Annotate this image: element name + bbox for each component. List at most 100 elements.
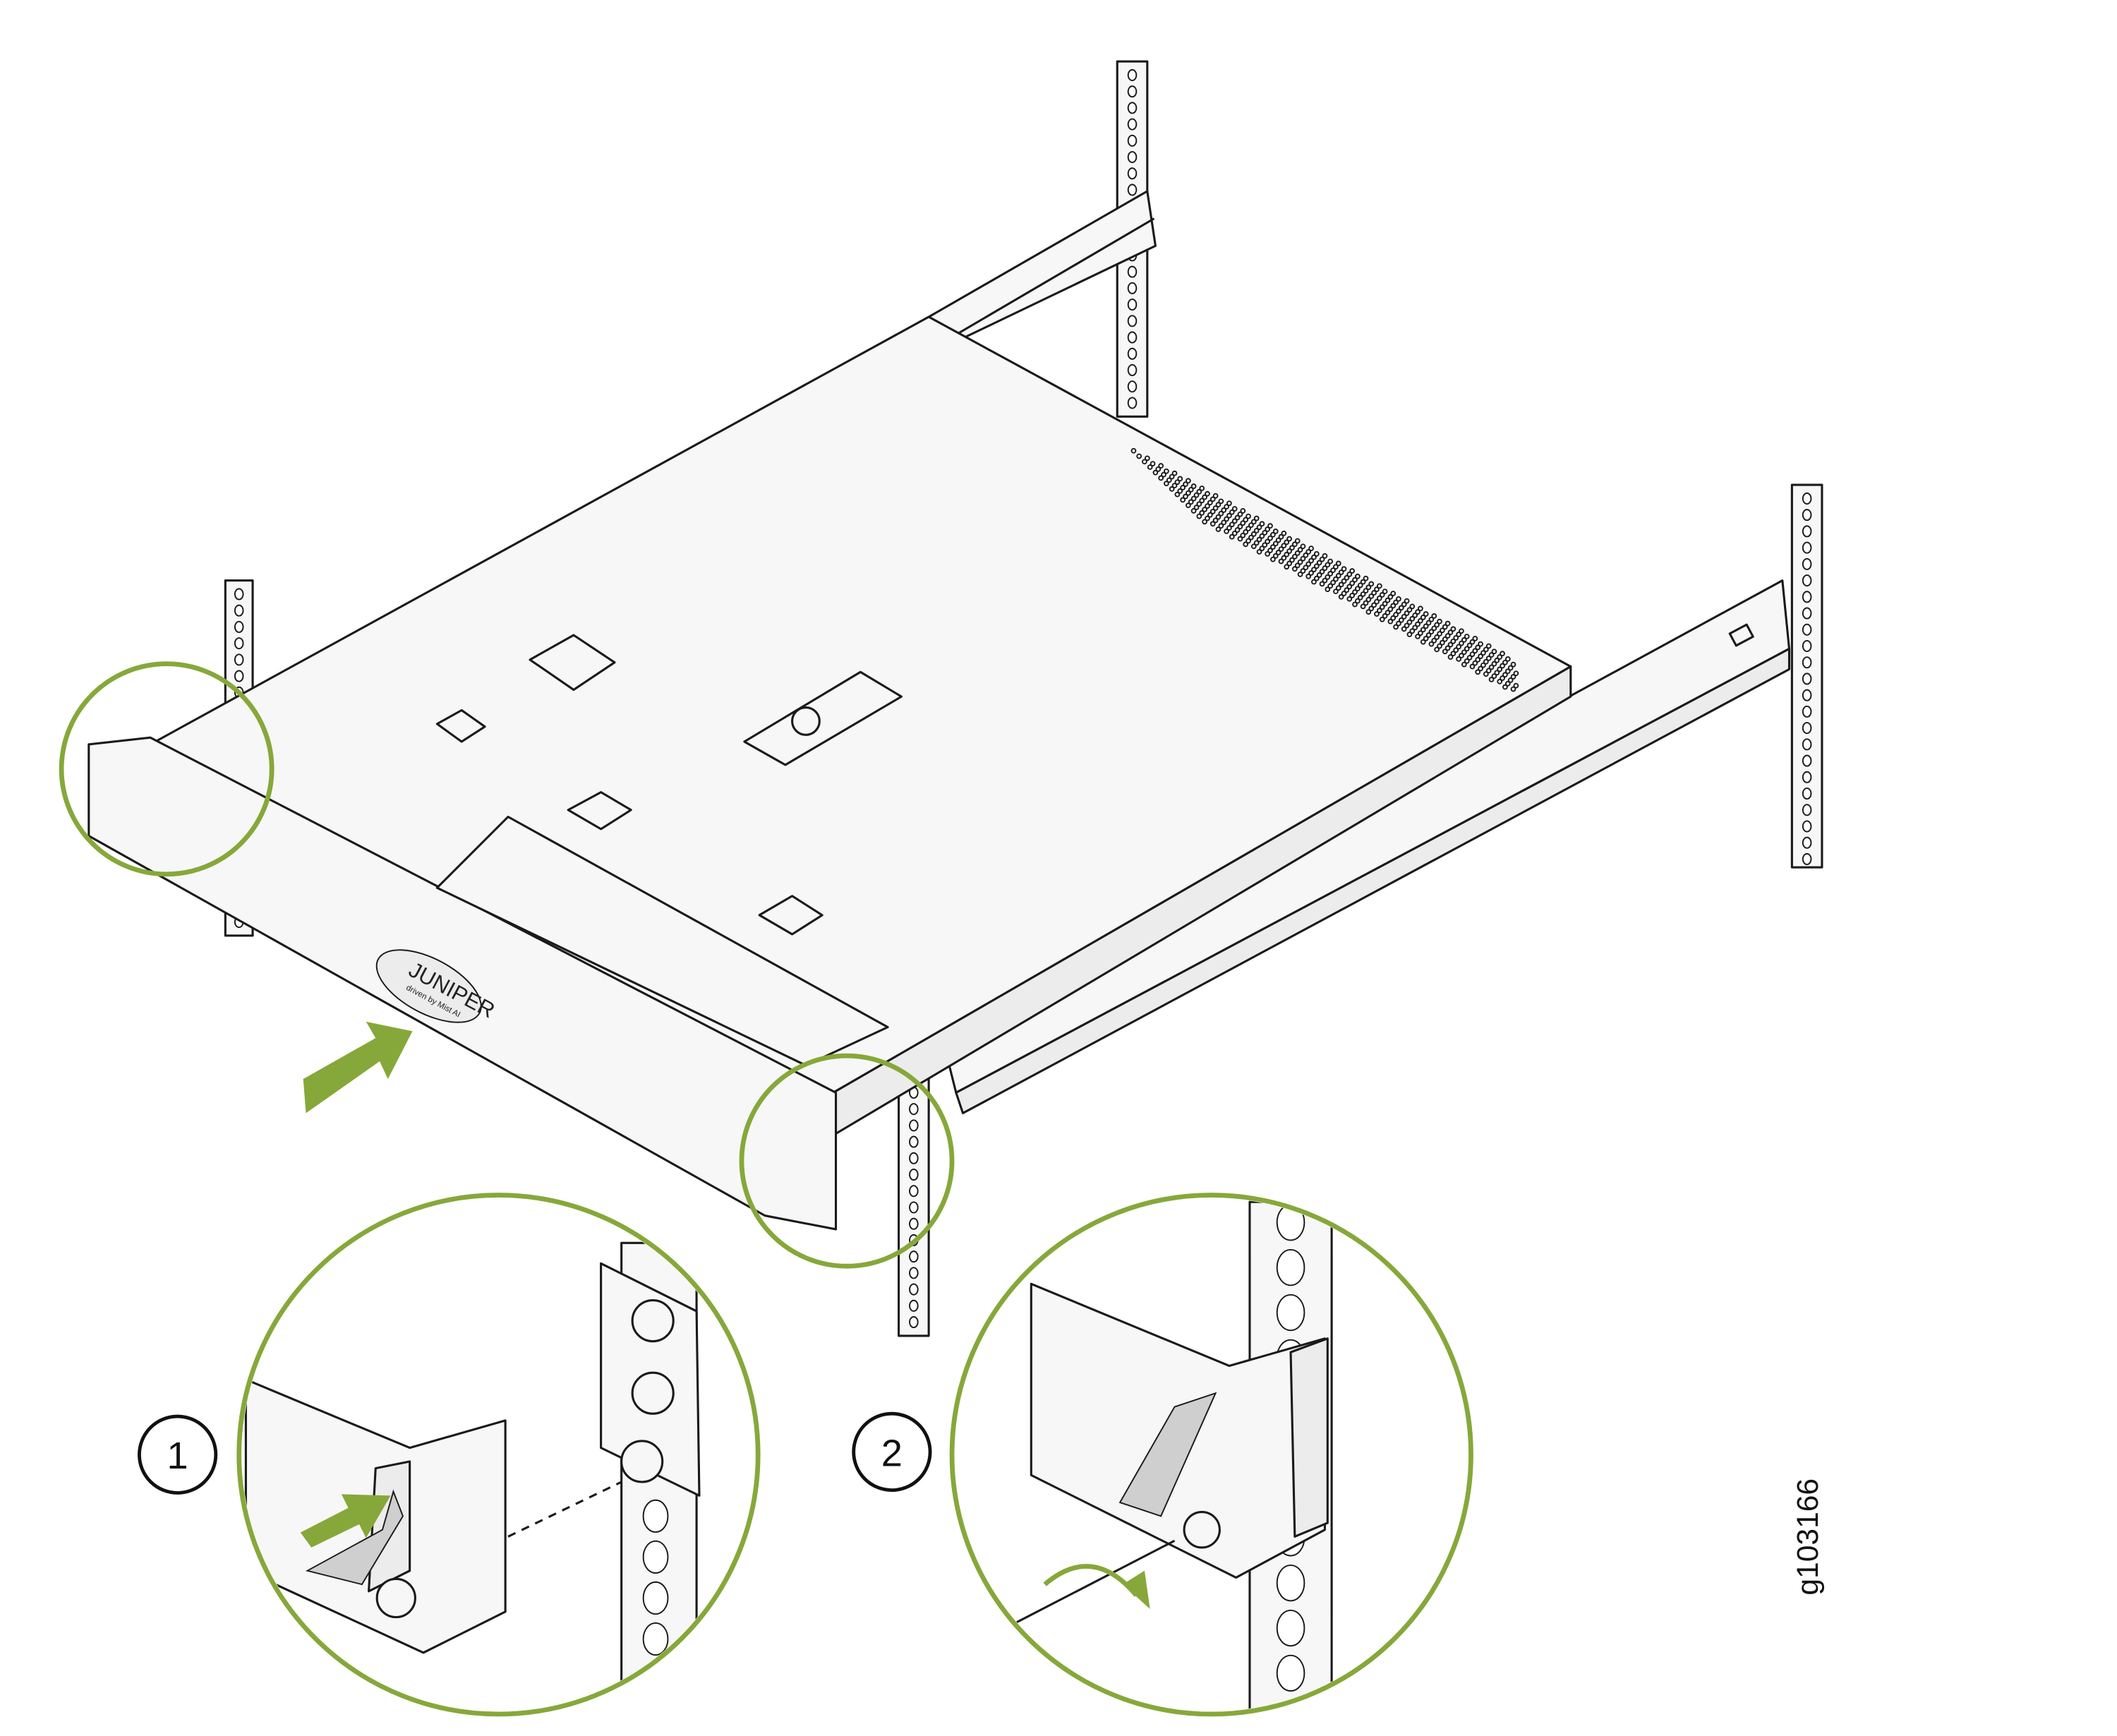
rack-hole xyxy=(909,1283,919,1296)
vent-hole xyxy=(1180,497,1186,503)
vent-hole xyxy=(1409,603,1416,610)
vent-hole xyxy=(1494,670,1500,676)
rack-hole xyxy=(1802,722,1812,735)
vent-hole xyxy=(1171,483,1178,488)
vent-hole xyxy=(1420,639,1426,645)
vent-hole xyxy=(1431,613,1437,619)
vent-hole xyxy=(1450,626,1456,632)
vent-hole xyxy=(1215,526,1222,532)
vent-hole xyxy=(1202,519,1207,525)
vent-hole xyxy=(1253,540,1260,546)
vent-hole xyxy=(1387,593,1394,600)
rack-hole xyxy=(1802,591,1812,603)
vent-hole xyxy=(1300,555,1306,562)
vent-hole xyxy=(1415,609,1421,615)
vent-hole xyxy=(1406,632,1413,637)
vent-hole xyxy=(1502,659,1508,665)
vent-hole xyxy=(1169,486,1175,492)
vent-hole xyxy=(1311,554,1317,560)
vent-hole xyxy=(1284,539,1290,545)
vent-hole xyxy=(1447,629,1454,635)
rack-hole xyxy=(1802,656,1812,669)
vent-hole xyxy=(1404,598,1410,604)
vent-hole xyxy=(1338,581,1344,588)
vent-hole xyxy=(1480,662,1486,668)
vent-hole xyxy=(1425,632,1432,638)
vent-hole xyxy=(1396,608,1401,614)
vent-hole xyxy=(1262,542,1268,548)
svg-text:2: 2 xyxy=(881,1432,903,1474)
rack-hole xyxy=(909,1168,919,1181)
vent-hole xyxy=(1437,631,1442,637)
vent-hole xyxy=(1294,562,1301,569)
vent-hole xyxy=(1406,619,1413,625)
vent-hole xyxy=(1409,628,1416,634)
rack-hole xyxy=(1802,738,1812,751)
vent-hole xyxy=(1385,610,1391,615)
vent-hole xyxy=(1190,508,1197,514)
vent-hole xyxy=(1248,534,1254,541)
vent-hole xyxy=(1278,546,1284,552)
vent-hole xyxy=(1338,569,1344,575)
vent-hole xyxy=(1325,586,1331,593)
callout-circle-right-latch xyxy=(739,1053,955,1269)
vent-hole xyxy=(1504,668,1511,675)
vent-hole xyxy=(1259,533,1265,539)
vent-hole xyxy=(1382,589,1388,594)
vent-hole xyxy=(1398,605,1404,611)
vent-hole xyxy=(1130,447,1137,454)
vent-hole xyxy=(1360,591,1366,597)
vent-hole xyxy=(1248,522,1254,529)
vent-hole xyxy=(1335,572,1341,579)
vent-hole xyxy=(1485,668,1492,674)
vent-hole xyxy=(1368,605,1375,612)
vent-hole xyxy=(1311,567,1317,572)
step-number-1: 1 xyxy=(138,1414,218,1495)
vent-hole xyxy=(1376,608,1382,614)
vent-hole xyxy=(1305,549,1312,555)
vent-hole xyxy=(1202,507,1207,512)
vent-hole xyxy=(1291,553,1298,560)
vent-hole xyxy=(1425,620,1432,626)
rack-hole xyxy=(234,637,244,650)
vent-hole xyxy=(1229,522,1235,528)
vent-hole xyxy=(1450,638,1456,644)
vent-hole xyxy=(1240,520,1246,526)
vent-hole xyxy=(1431,637,1437,644)
rack-hole xyxy=(1802,607,1812,620)
rack-hole xyxy=(909,1267,919,1279)
rack-hole xyxy=(1127,364,1138,377)
rack-hole xyxy=(1127,347,1138,360)
rack-hole xyxy=(1127,102,1138,114)
step-number-2: 2 xyxy=(852,1411,932,1493)
vent-hole xyxy=(1246,538,1251,544)
vent-hole xyxy=(1259,545,1265,551)
vent-hole xyxy=(1250,519,1257,525)
vent-hole xyxy=(1246,526,1251,531)
vent-hole xyxy=(1335,585,1341,591)
vent-hole xyxy=(1450,651,1456,656)
vent-hole xyxy=(1464,634,1470,639)
vent-hole xyxy=(1352,601,1358,608)
vent-hole xyxy=(1231,506,1238,512)
vent-hole xyxy=(1278,558,1284,565)
vent-hole xyxy=(1387,606,1394,613)
vent-hole xyxy=(1382,613,1388,619)
vent-hole xyxy=(1152,469,1159,476)
vent-hole xyxy=(1281,555,1287,561)
vent-hole xyxy=(1485,643,1492,649)
vent-hole xyxy=(1360,603,1366,610)
vent-hole xyxy=(1390,603,1397,609)
vent-hole xyxy=(1313,550,1320,557)
vent-hole xyxy=(1259,521,1265,527)
vent-hole xyxy=(1158,475,1164,481)
vent-hole xyxy=(1398,617,1404,623)
vent-hole xyxy=(1250,543,1257,550)
vent-hole xyxy=(1475,656,1481,663)
vent-hole xyxy=(1504,680,1511,687)
vent-hole xyxy=(1205,503,1210,509)
vent-hole xyxy=(1294,550,1301,556)
vent-hole xyxy=(1374,611,1380,617)
vent-hole xyxy=(1500,663,1505,669)
rack-hole xyxy=(1802,804,1812,816)
